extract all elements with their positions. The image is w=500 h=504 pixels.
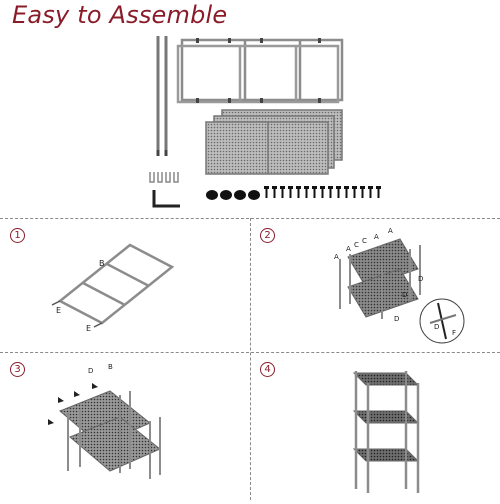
parts-overview bbox=[149, 36, 381, 208]
label-a-3: A bbox=[388, 227, 393, 235]
label-a-2: A bbox=[374, 233, 379, 241]
step-2-diagram: A C C A A A D D D D F bbox=[334, 227, 465, 344]
tube-icon bbox=[156, 36, 168, 156]
label-b: B bbox=[99, 259, 105, 268]
frame-icon bbox=[176, 38, 344, 104]
step-number: 3 bbox=[10, 362, 25, 377]
label-d-1: D bbox=[402, 291, 407, 299]
label-d-2: D bbox=[418, 275, 423, 283]
label-d-4: D bbox=[434, 323, 439, 331]
step-2-panel: 2 A C C A A A D D D D F bbox=[250, 219, 500, 351]
step-number: 2 bbox=[260, 228, 275, 243]
allen-key-icon bbox=[152, 190, 180, 208]
label-c-2: C bbox=[362, 237, 367, 245]
foot-cap-icon bbox=[206, 190, 260, 200]
step-3-panel: 3 D B bbox=[0, 353, 250, 485]
label-d-3: D bbox=[394, 315, 399, 323]
step-number: 1 bbox=[10, 228, 25, 243]
step-1-diagram: B E E bbox=[51, 243, 175, 333]
step-number: 4 bbox=[260, 362, 275, 377]
page-title: Easy to Assemble bbox=[12, 1, 228, 29]
step-3-diagram: D B bbox=[48, 363, 161, 479]
connector-icon bbox=[149, 172, 179, 183]
label-e-2: E bbox=[86, 324, 91, 333]
step-4-panel: 4 bbox=[250, 353, 500, 493]
label-c-1: C bbox=[354, 241, 359, 249]
step-1-panel: 1 B E E bbox=[0, 219, 250, 351]
label-e-1: E bbox=[56, 306, 61, 315]
mesh-panel-icon bbox=[205, 109, 343, 175]
label-a-4: A bbox=[334, 253, 339, 261]
label-f: F bbox=[452, 329, 456, 337]
label-a-1: A bbox=[346, 245, 351, 253]
label-b: B bbox=[108, 363, 113, 371]
step-4-diagram bbox=[352, 371, 420, 493]
divider-vertical bbox=[250, 218, 251, 500]
label-d: D bbox=[88, 367, 93, 375]
